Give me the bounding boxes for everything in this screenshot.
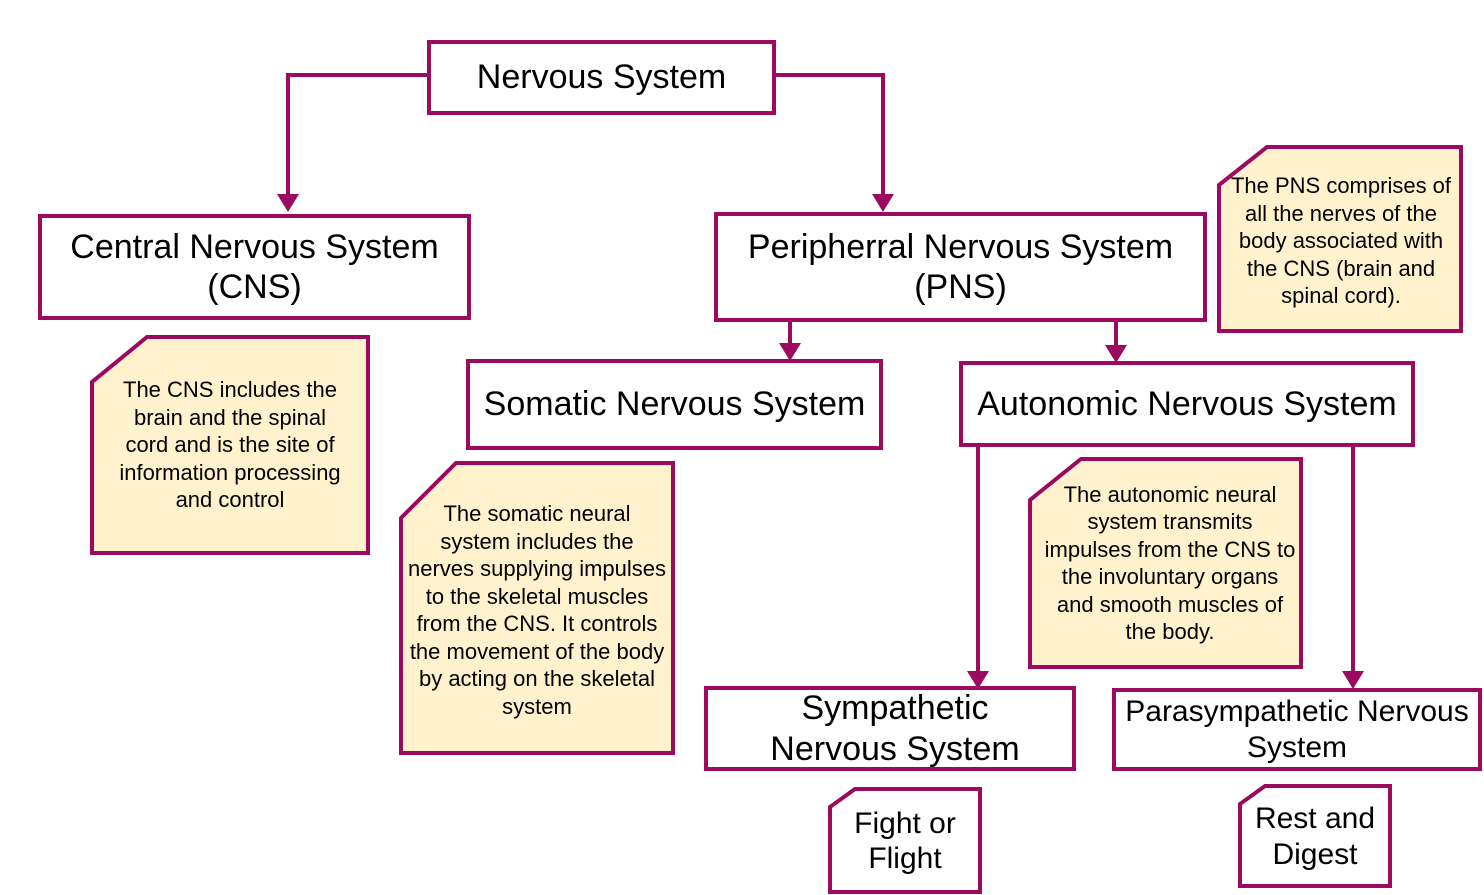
connector-ns-to-pns (774, 73, 885, 196)
box-sympathetic (704, 686, 1076, 771)
box-somatic (466, 359, 883, 450)
box-nervous-system (427, 40, 776, 115)
arrowhead-icon (1342, 671, 1364, 689)
arrowhead-icon (872, 194, 894, 212)
tag-rest-and-digest (1238, 784, 1392, 888)
tag-fight-or-flight (828, 787, 982, 894)
nervous-system-label: Nervous System (476, 58, 727, 97)
arrowhead-icon (967, 671, 989, 689)
rest-and-digest-label: Rest and Digest (1254, 802, 1376, 871)
somatic-label: Somatic Nervous System (483, 385, 866, 424)
note-somatic-text: The somatic neural system includes the n… (407, 501, 667, 719)
note-autonomic-text: The autonomic neural system transmits im… (1044, 481, 1296, 645)
parasympathetic-label: Parasympathetic Nervous System (1125, 695, 1469, 764)
cns-label: Central Nervous System (CNS) (70, 227, 439, 306)
arrowhead-icon (779, 343, 801, 361)
connector-ns-to-cns (286, 73, 429, 196)
sympathetic-label: Sympathetic Nervous System (770, 689, 1020, 768)
box-pns (714, 212, 1207, 322)
note-pns-shape (1217, 145, 1463, 333)
note-cns-text: The CNS includes the brain and the spina… (119, 377, 341, 513)
note-somatic-shape (399, 461, 675, 755)
note-pns-text: The PNS comprises of all the nerves of t… (1230, 173, 1452, 309)
box-cns (38, 214, 471, 320)
note-cns-shape (90, 335, 370, 555)
autonomic-label: Autonomic Nervous System (977, 384, 1397, 423)
note-autonomic-shape (1028, 457, 1303, 669)
arrowhead-icon (277, 194, 299, 212)
box-autonomic (959, 361, 1415, 447)
arrowhead-icon (1105, 345, 1127, 363)
box-parasympathetic (1112, 688, 1482, 771)
fight-or-flight-label: Fight or Flight (854, 806, 956, 875)
pns-label: Peripherral Nervous System (PNS) (747, 227, 1174, 306)
